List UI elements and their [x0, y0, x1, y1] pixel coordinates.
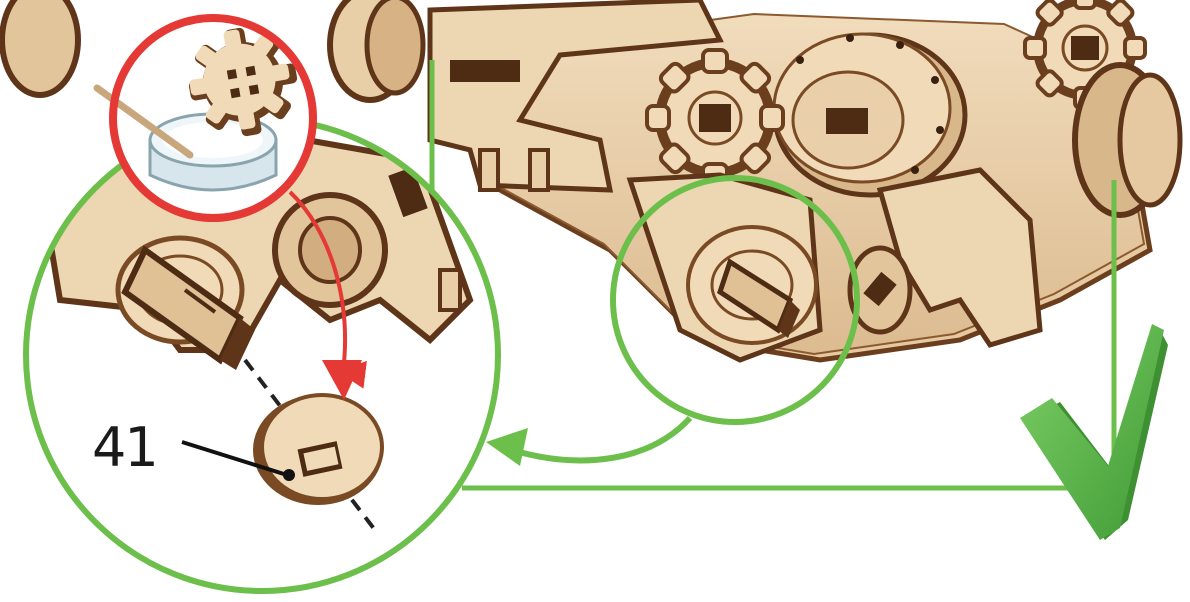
central-disc — [774, 34, 965, 195]
roller-right — [1075, 65, 1180, 215]
gear-left — [647, 50, 783, 186]
axle-hub — [688, 227, 816, 343]
check-mark-icon — [1020, 324, 1168, 540]
part-number-label: 41 — [92, 416, 157, 479]
zoom-arrow-icon — [486, 418, 690, 466]
part-callout-dot — [283, 469, 295, 481]
part-41-disc — [253, 395, 383, 505]
